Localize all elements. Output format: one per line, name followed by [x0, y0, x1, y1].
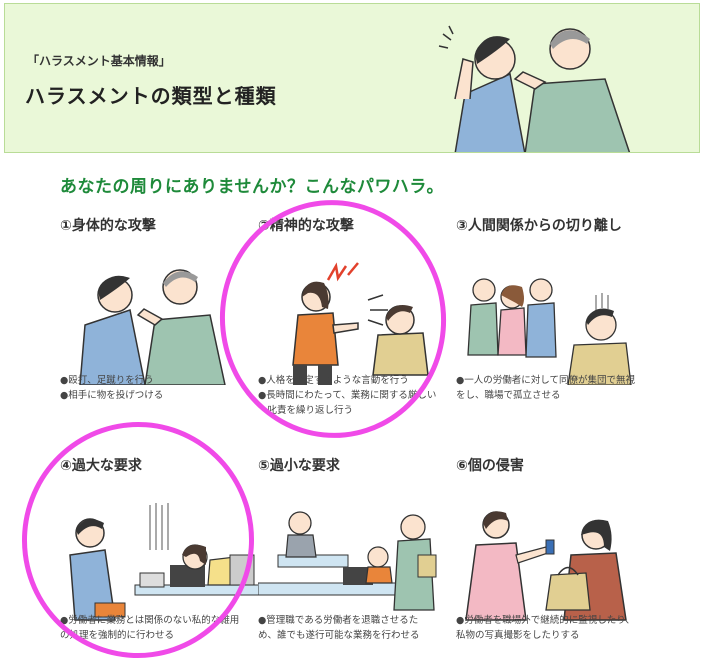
card-illustration: [456, 245, 656, 386]
card-description: ●労働者を職場外で継続的に監視したり、 私物の写真撮影をしたりする: [456, 615, 635, 641]
card-description: ●人格を否定するような言動を行う ●長時間にわたって、業務に関する厳しい 叱責を…: [258, 375, 437, 416]
card-description: ●労働者に業務とは関係のない私的な雑用 の処理を強制的に行わせる: [60, 615, 240, 641]
card-physical-attack: ①身体的な攻撃 ●殴打、足蹴りを行う ●相手に物を投げつける: [60, 215, 260, 430]
headline: あなたの周りにありませんか？こんなパワハラ。: [60, 177, 444, 197]
card-description: ●管理職である労働者を退職させるた め、誰でも遂行可能な業務を行わせる: [258, 615, 420, 641]
banner-title: ハラスメントの類型と種類: [25, 84, 277, 108]
card-title: ④過大な要求: [60, 458, 142, 474]
card-illustration: [456, 485, 656, 625]
card-title: ②精神的な攻撃: [258, 218, 354, 234]
card-illustration: [258, 245, 458, 385]
card-title: ③人間関係からの切り離し: [456, 218, 622, 234]
card-description: ●一人の労働者に対して同僚が集団で無視 をし、職場で孤立させる: [456, 375, 636, 401]
card-title: ⑤過小な要求: [258, 458, 340, 474]
card-privacy-invasion: ⑥個の侵害 ●労働者を職場外で継続的に監視したり、 私物の写真撮影をしたりする: [456, 455, 656, 670]
card-illustration: [60, 245, 260, 386]
card-description: ●殴打、足蹴りを行う ●相手に物を投げつける: [60, 375, 164, 401]
card-illustration: [60, 485, 261, 625]
card-title: ①身体的な攻撃: [60, 218, 156, 234]
banner-illustration: [415, 4, 645, 152]
card-illustration: [257, 485, 458, 625]
card-excessive-demand: ④過大な要求 ●労働者に業務とは関係のない私的な雑用 の処理を強制的に行わせる: [60, 455, 261, 670]
card-insufficient-demand: ⑤過小な要求 ●管理職である労働者を退職させるた め、誰でも遂行可能な業務を行わ…: [257, 455, 458, 670]
card-mental-attack: ②精神的な攻撃 ●人格を否定するような言動を行う ●長時間にわたって、業務に関す…: [258, 215, 458, 430]
card-isolation: ③人間関係からの切り離し ●一人の労働者に対して同僚が集団で無視 をし、職場で孤…: [456, 215, 656, 430]
card-title: ⑥個の侵害: [456, 458, 524, 474]
banner-subtitle: 「ハラスメント基本情報」: [27, 54, 171, 68]
header-banner: 「ハラスメント基本情報」 ハラスメントの類型と種類: [4, 3, 700, 153]
